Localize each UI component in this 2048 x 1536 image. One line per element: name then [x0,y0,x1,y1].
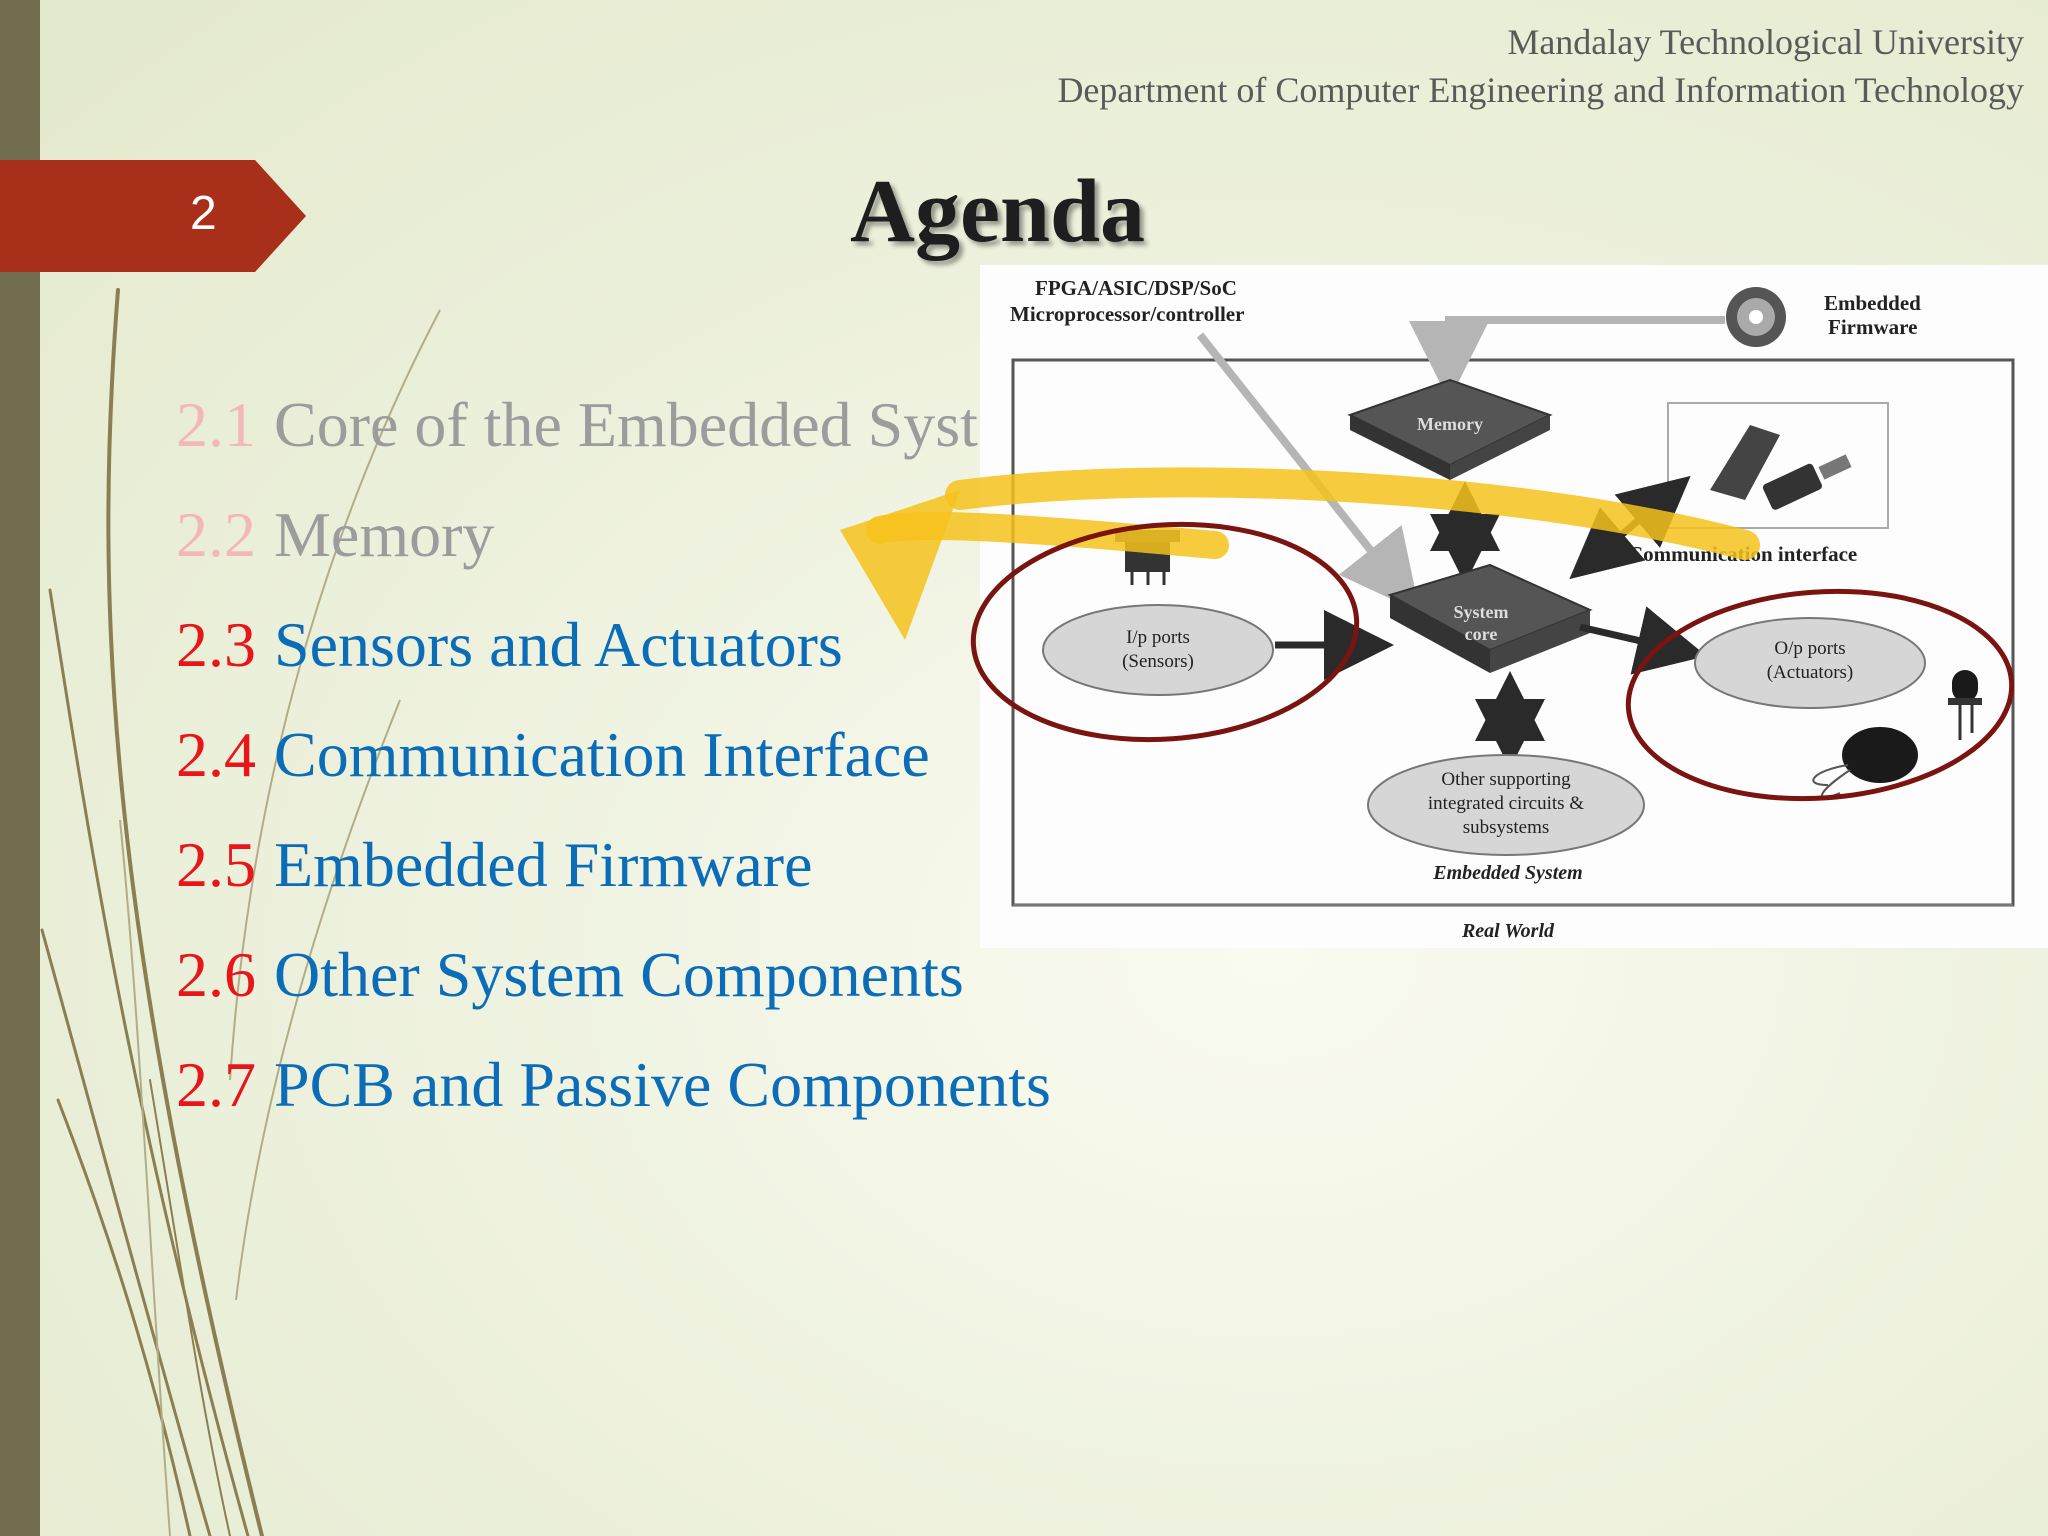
agenda-item-label: Core of the Embedded System [274,389,1057,460]
agenda-item-number: 2.7 [176,1049,256,1120]
led-icon [1948,670,1982,740]
output-ports-label-line1: O/p ports [1774,638,1845,659]
system-core-label-line1: System [1454,602,1509,622]
firmware-disc-icon [1726,287,1786,347]
memory-chip: Memory [1347,378,1553,480]
input-ports-label-line1: I/p ports [1126,627,1190,648]
agenda-item-label: PCB and Passive Components [274,1049,1051,1120]
real-world-label: Real World [1461,920,1555,942]
agenda-item: 2.1 Core of the Embedded System [176,370,1056,480]
agenda-item: 2.3 Sensors and Actuators [176,590,1056,700]
agenda-item-number: 2.4 [176,719,256,790]
diagram-drawing: FPGA/ASIC/DSP/SoC Microprocessor/control… [1010,276,2015,942]
agenda-item-label: Memory [274,499,495,570]
agenda-item: 2.4 Communication Interface [176,700,1056,810]
agenda-item-number: 2.2 [176,499,256,570]
firmware-label-line2: Firmware [1828,315,1917,339]
embedded-system-label: Embedded System [1432,862,1582,884]
agenda-item: 2.5 Embedded Firmware [176,810,1056,920]
other-supporting-label-line3: subsystems [1463,817,1550,838]
agenda-item: 2.6 Other System Components [176,920,1056,1030]
slide-number: 2 [190,187,217,240]
output-ports-label-line2: (Actuators) [1767,662,1854,683]
communication-interface-icon [1667,402,1889,529]
agenda-item-number: 2.5 [176,829,256,900]
agenda-list: 2.1 Core of the Embedded System 2.2 Memory… [176,370,1056,1140]
system-core-label-line2: core [1465,624,1498,644]
input-ports-ellipse [1042,604,1274,696]
processor-label-line1: FPGA/ASIC/DSP/SoC [1035,276,1237,300]
agenda-item-label: Embedded Firmware [274,829,813,900]
agenda-item-number: 2.3 [176,609,256,680]
department-name: Department of Computer Engineering and I… [1057,70,2024,110]
input-ports-label-line2: (Sensors) [1122,651,1194,672]
processor-label-line2: Microprocessor/controller [1010,302,1244,326]
other-supporting-label-line1: Other supporting [1441,769,1571,790]
university-name: Mandalay Technological University [1507,22,2024,62]
other-supporting-ellipse [1367,754,1645,856]
agenda-item-number: 2.1 [176,389,256,460]
header: Mandalay Technological University Depart… [1057,18,2024,114]
agenda-item-label: Other System Components [274,939,964,1010]
buzzer-icon [1812,727,1918,799]
memory-label: Memory [1417,414,1483,434]
system-core-chip: System core [1387,563,1593,673]
slide-title: Agenda [850,162,1146,261]
comm-interface-label: Communication interface [1628,542,1857,566]
agenda-item-label: Sensors and Actuators [274,609,843,680]
agenda-item-number: 2.6 [176,939,256,1010]
agenda-item: 2.2 Memory [176,480,1056,590]
firmware-label-line1: Embedded [1824,291,1921,315]
agenda-item-label: Communication Interface [274,719,930,790]
sensor-icon [1115,530,1180,585]
agenda-item: 2.7 PCB and Passive Components [176,1030,1056,1140]
other-supporting-label-line2: integrated circuits & [1428,793,1584,814]
slide-number-badge: 2 [0,160,306,272]
embedded-system-diagram: FPGA/ASIC/DSP/SoC Microprocessor/control… [980,265,2048,948]
slide-number-arrow-shape [0,160,306,272]
